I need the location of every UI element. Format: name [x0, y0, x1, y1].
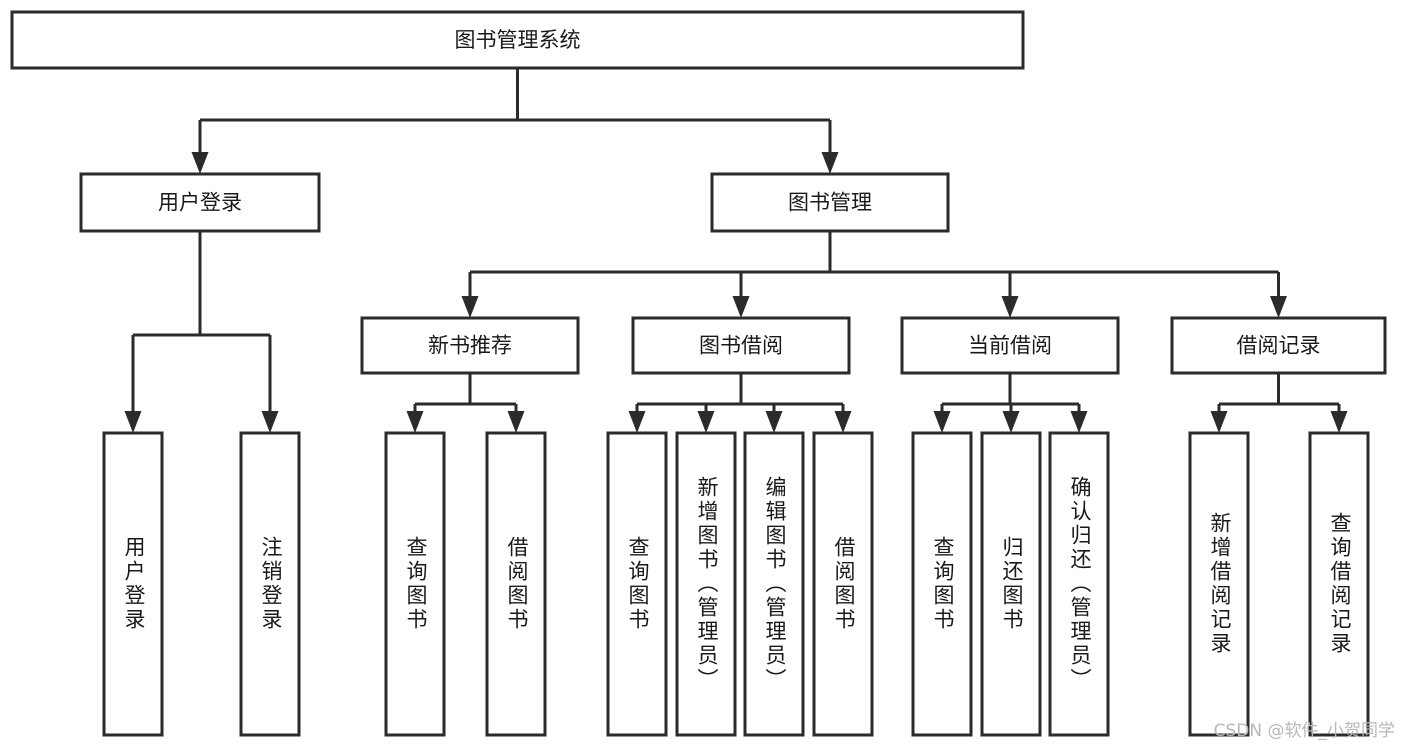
node-l-nb-query[interactable]: 查询图书	[384, 431, 446, 737]
connector-group	[461, 231, 1287, 318]
node-label: 新增图书（管理员）	[695, 476, 719, 692]
node-label: 借阅记录	[1237, 334, 1321, 358]
node-l-re-add[interactable]: 新增借阅记录	[1188, 431, 1250, 737]
node-bookmgmt[interactable]: 图书管理	[710, 172, 950, 233]
node-newbook[interactable]: 新书推荐	[360, 316, 580, 375]
node-label: 借阅图书	[505, 536, 529, 632]
node-l-bo-borrow[interactable]: 借阅图书	[812, 431, 874, 737]
node-l-userlogin[interactable]: 用户登录	[102, 431, 164, 737]
node-label: 新书推荐	[428, 334, 512, 358]
connector-group	[628, 373, 852, 433]
node-label: 新增借阅记录	[1208, 512, 1232, 656]
node-label: 用户登录	[122, 536, 146, 632]
node-l-cu-return[interactable]: 归还图书	[980, 431, 1042, 737]
connector-group	[933, 373, 1088, 433]
node-label: 归还图书	[1000, 536, 1024, 632]
node-label: 图书借阅	[699, 334, 783, 358]
node-l-bo-add[interactable]: 新增图书（管理员）	[675, 431, 737, 737]
node-label: 查询借阅记录	[1328, 512, 1352, 656]
node-label: 用户登录	[158, 191, 242, 215]
watermark-label: CSDN @软件_小贺同学	[1213, 721, 1395, 741]
node-l-cu-confirm[interactable]: 确认归还（管理员）	[1048, 431, 1110, 737]
node-label: 编辑图书（管理员）	[763, 476, 787, 692]
node-l-logout[interactable]: 注销登录	[239, 431, 301, 737]
node-label: 图书管理	[788, 191, 872, 215]
node-label: 查询图书	[626, 536, 650, 632]
node-label: 查询图书	[404, 536, 428, 632]
node-label: 注销登录	[259, 536, 283, 632]
node-records[interactable]: 借阅记录	[1170, 316, 1387, 375]
connector-group	[406, 373, 525, 433]
connector-group	[1210, 373, 1348, 433]
node-l-bo-query[interactable]: 查询图书	[606, 431, 668, 737]
node-label: 查询图书	[931, 536, 955, 632]
node-login[interactable]: 用户登录	[79, 172, 321, 233]
node-root[interactable]: 图书管理系统	[10, 10, 1025, 70]
node-l-bo-edit[interactable]: 编辑图书（管理员）	[743, 431, 805, 737]
connector-group	[191, 68, 839, 174]
node-l-nb-borrow[interactable]: 借阅图书	[485, 431, 547, 737]
node-l-re-query[interactable]: 查询借阅记录	[1308, 431, 1370, 737]
node-label: 当前借阅	[968, 334, 1052, 358]
node-borrow[interactable]: 图书借阅	[631, 316, 851, 375]
node-current[interactable]: 当前借阅	[900, 316, 1120, 375]
node-label: 确认归还（管理员）	[1068, 476, 1092, 692]
node-label: 图书管理系统	[455, 28, 581, 52]
node-l-cu-query[interactable]: 查询图书	[911, 431, 973, 737]
connector-layer	[124, 68, 1348, 433]
node-label: 借阅图书	[832, 536, 856, 632]
connector-group	[124, 231, 279, 433]
node-layer: 图书管理系统用户登录图书管理新书推荐图书借阅当前借阅借阅记录用户登录注销登录查询…	[10, 10, 1387, 737]
